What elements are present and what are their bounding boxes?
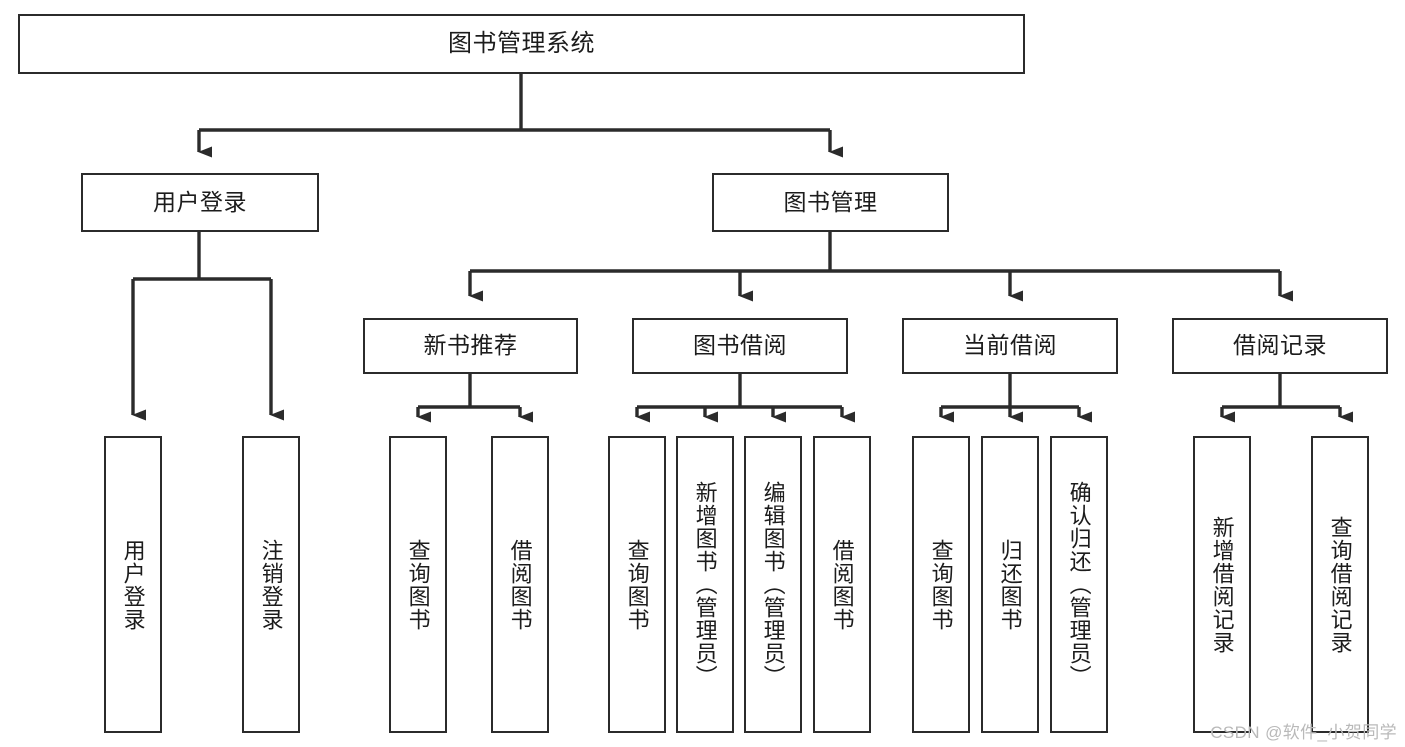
node-label: 编辑图书（管理员） xyxy=(760,481,786,688)
node-label: 用户登录 xyxy=(120,538,146,631)
node-label: 借阅图书 xyxy=(507,538,533,631)
node-label: 当前借阅 xyxy=(963,332,1057,359)
node-current-borrow[interactable]: 当前借阅 xyxy=(902,318,1118,374)
leaf-new-book-borrow[interactable]: 借阅图书 xyxy=(491,436,549,733)
node-book-borrow[interactable]: 图书借阅 xyxy=(632,318,848,374)
node-label: 查询图书 xyxy=(405,538,431,631)
node-label: 新增借阅记录 xyxy=(1209,515,1235,654)
node-book-management[interactable]: 图书管理 xyxy=(712,173,949,232)
leaf-book-borrow-add[interactable]: 新增图书（管理员） xyxy=(676,436,734,733)
node-label: 查询图书 xyxy=(624,538,650,631)
node-label: 借阅记录 xyxy=(1233,332,1327,359)
node-label: 新书推荐 xyxy=(423,332,518,359)
node-label: 图书管理 xyxy=(783,188,878,215)
watermark-csdn: CSDN @软件_小贺同学 xyxy=(1210,723,1397,742)
leaf-current-borrow-query[interactable]: 查询图书 xyxy=(912,436,970,733)
node-label: 借阅图书 xyxy=(829,538,855,631)
node-user-login[interactable]: 用户登录 xyxy=(81,173,319,232)
leaf-current-borrow-return[interactable]: 归还图书 xyxy=(981,436,1039,733)
node-label: 图书管理系统 xyxy=(448,29,595,57)
leaf-borrow-record-add[interactable]: 新增借阅记录 xyxy=(1193,436,1251,733)
node-label: 归还图书 xyxy=(997,538,1023,631)
node-label: 新增图书（管理员） xyxy=(692,481,718,688)
leaf-current-borrow-confirm-return[interactable]: 确认归还（管理员） xyxy=(1050,436,1108,733)
leaf-borrow-record-query[interactable]: 查询借阅记录 xyxy=(1311,436,1369,733)
node-label: 注销登录 xyxy=(258,538,284,631)
node-label: 查询图书 xyxy=(928,538,954,631)
leaf-user-login-logout[interactable]: 注销登录 xyxy=(242,436,300,733)
node-label: 图书借阅 xyxy=(693,332,787,359)
leaf-book-borrow-query[interactable]: 查询图书 xyxy=(608,436,666,733)
leaf-user-login-login[interactable]: 用户登录 xyxy=(104,436,162,733)
node-label: 确认归还（管理员） xyxy=(1066,481,1092,688)
node-label: 用户登录 xyxy=(153,188,247,215)
leaf-book-borrow-edit[interactable]: 编辑图书（管理员） xyxy=(744,436,802,733)
leaf-book-borrow-borrow[interactable]: 借阅图书 xyxy=(813,436,871,733)
node-label: 查询借阅记录 xyxy=(1327,515,1353,654)
leaf-new-book-query[interactable]: 查询图书 xyxy=(389,436,447,733)
node-new-book-recommend[interactable]: 新书推荐 xyxy=(363,318,578,374)
node-borrow-record[interactable]: 借阅记录 xyxy=(1172,318,1388,374)
node-root-book-system[interactable]: 图书管理系统 xyxy=(18,14,1025,74)
